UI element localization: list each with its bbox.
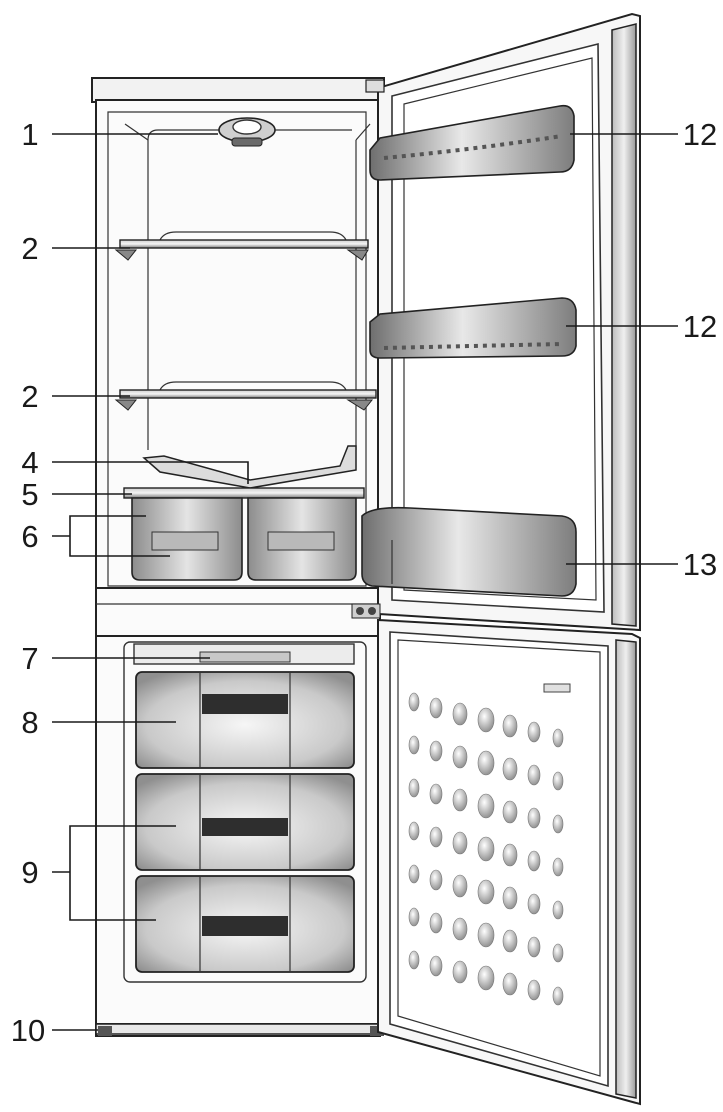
door-dimple [527, 979, 541, 1001]
control-buttons [351, 603, 381, 619]
callout-12-upper: 12 [683, 117, 717, 152]
callout-1: 1 [21, 117, 38, 152]
callout-5: 5 [21, 477, 38, 512]
crisper-cover [123, 487, 365, 499]
door-dimple [527, 764, 541, 786]
door-dimple [552, 943, 564, 963]
door-dimple [452, 917, 468, 941]
glass-shelf-lower [114, 381, 377, 411]
door-dimple [452, 874, 468, 898]
crisper-bin-left [131, 497, 243, 581]
callout-13: 13 [683, 547, 717, 582]
door-dimple [429, 783, 443, 805]
crisper-humidity-controller [142, 445, 357, 489]
door-dimple [552, 728, 564, 748]
door-dimple [429, 955, 443, 977]
door-dimple [552, 986, 564, 1006]
door-dimple [502, 757, 518, 781]
door-dimple [429, 912, 443, 934]
door-dimple [452, 788, 468, 812]
door-shelf-middle [369, 297, 577, 359]
callout-10: 10 [11, 1013, 45, 1048]
callout-9: 9 [21, 855, 38, 890]
door-dimple [408, 950, 420, 970]
door-dimple [477, 922, 495, 948]
door-shelf-upper [369, 104, 575, 181]
door-dimple [408, 821, 420, 841]
freezer-drawer-top [135, 671, 355, 769]
door-dimple [429, 697, 443, 719]
door-dimple [429, 826, 443, 848]
door-dimple [527, 807, 541, 829]
door-dimple [452, 960, 468, 984]
callout-2-lower: 2 [21, 379, 38, 414]
door-dimple [552, 900, 564, 920]
freezer-drawer-middle [135, 773, 355, 871]
door-dimple [502, 972, 518, 996]
door-dimple [452, 831, 468, 855]
door-dimple [477, 836, 495, 862]
door-dimple [527, 721, 541, 743]
door-dimple [408, 692, 420, 712]
crisper-bin-right [247, 497, 357, 581]
callout-4: 4 [21, 445, 38, 480]
door-dimple [408, 735, 420, 755]
door-dimple [502, 714, 518, 738]
door-dimple [429, 869, 443, 891]
ice-tray-compartment [133, 643, 355, 665]
callout-12-lower: 12 [683, 309, 717, 344]
door-dimple [477, 793, 495, 819]
callout-2-upper: 2 [21, 231, 38, 266]
bottle-shelf [361, 506, 577, 597]
freezer-drawer-bottom [135, 875, 355, 973]
door-dimple [477, 707, 495, 733]
door-dimple [552, 857, 564, 877]
door-dimple [477, 965, 495, 991]
door-dimple [408, 907, 420, 927]
callout-6: 6 [21, 519, 38, 554]
callout-labels: 1 2 2 4 5 6 7 8 9 10 12 12 13 [11, 117, 717, 1048]
door-dimple [408, 778, 420, 798]
door-dimple [527, 936, 541, 958]
callout-7: 7 [21, 641, 38, 676]
door-dimple [477, 879, 495, 905]
door-dimple [502, 886, 518, 910]
callout-8: 8 [21, 705, 38, 740]
callout-leaders [52, 133, 678, 1031]
door-dimple [527, 850, 541, 872]
door-dimple [552, 814, 564, 834]
door-dimple [502, 800, 518, 824]
door-dimple [502, 843, 518, 867]
door-dimple [502, 929, 518, 953]
door-dimple [452, 745, 468, 769]
door-dimple [408, 864, 420, 884]
door-dimple [552, 771, 564, 791]
freezer-door-dimples [408, 692, 564, 1006]
door-dimple [452, 702, 468, 726]
glass-shelf-upper [114, 231, 369, 261]
door-dimple [429, 740, 443, 762]
door-dimple [477, 750, 495, 776]
interior-lamp [218, 117, 276, 147]
door-dimple [527, 893, 541, 915]
